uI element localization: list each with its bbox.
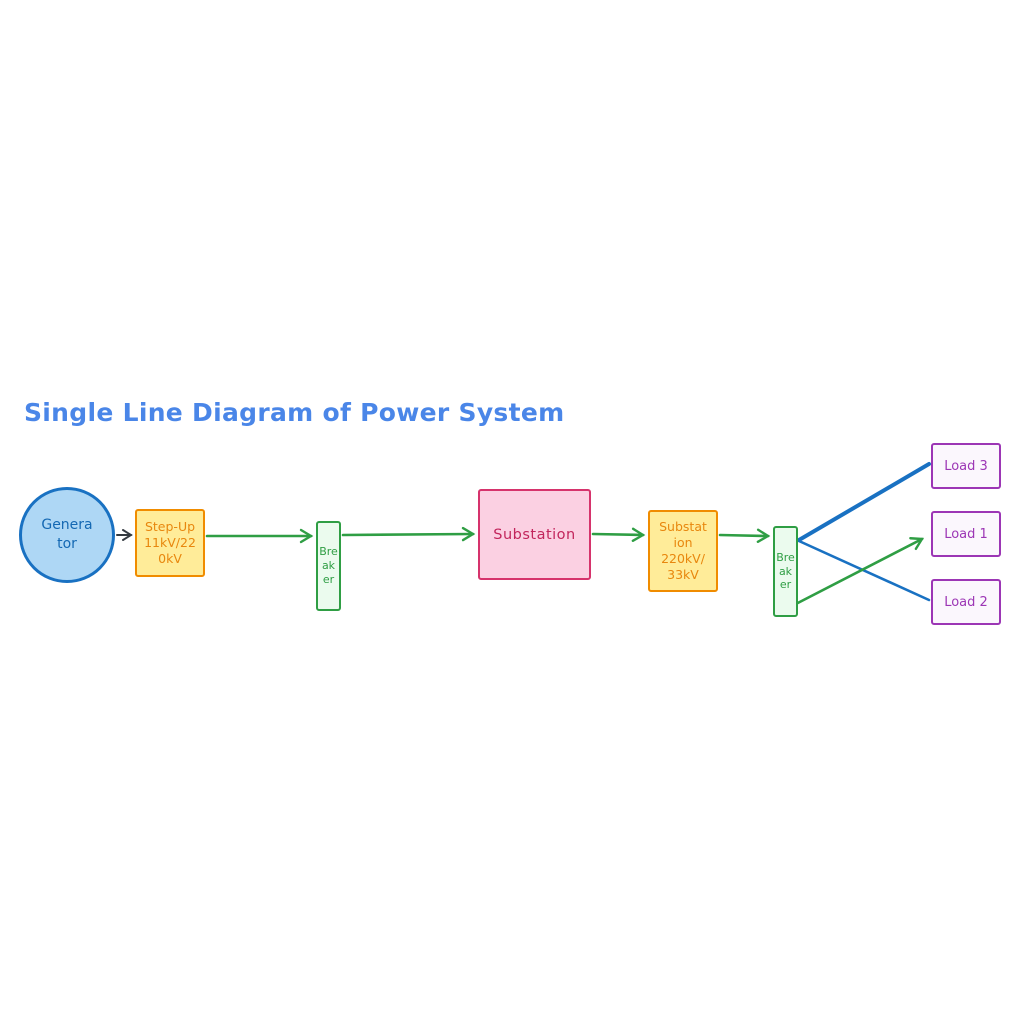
breaker-2-label: Breaker [776,550,795,592]
connector-substation-to-substation2 [591,527,646,542]
load-3-label: Load 3 [944,458,988,474]
stepup-transformer-label: Step-Up 11kV/22 0kV [144,518,196,567]
breaker-1-label: Breaker [319,545,338,586]
diagram-title: Single Line Diagram of Power System [24,398,565,427]
generator-label: Genera tor [41,517,93,552]
load-2-label: Load 2 [944,594,988,610]
connector-breaker1-to-substation [341,526,476,542]
breaker-1-node: Breaker [316,521,341,611]
breaker-2-node: Breaker [773,526,798,617]
load-2-node: Load 2 [931,579,1001,625]
substation-label: Substation [493,526,576,543]
load-1-node: Load 1 [931,511,1001,557]
substation-transformer-label: Substat ion 220kV/ 33kV [659,518,707,583]
load-1-label: Load 1 [944,526,988,542]
load-3-node: Load 3 [931,443,1001,489]
connector-breaker2-to-load1 [788,537,925,609]
substation-transformer-node: Substat ion 220kV/ 33kV [648,510,718,592]
connector-substation2-to-breaker2 [718,528,771,543]
substation-node: Substation [478,489,591,580]
connector-breaker2-to-load2 [797,539,931,602]
connector-breaker2-to-load3 [797,462,931,542]
generator-node: Genera tor [19,487,115,583]
stepup-transformer-node: Step-Up 11kV/22 0kV [135,509,205,577]
